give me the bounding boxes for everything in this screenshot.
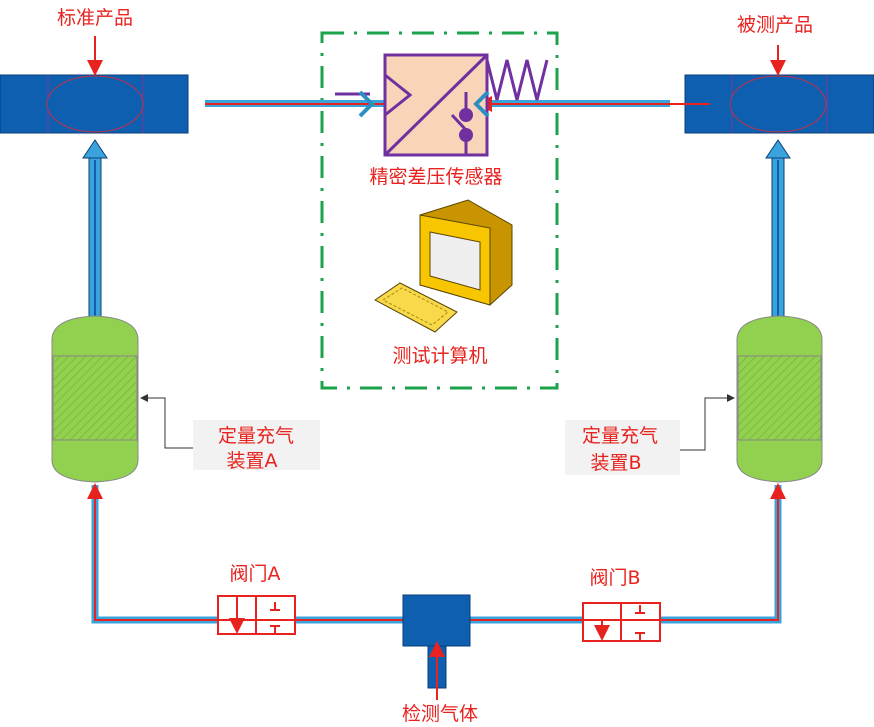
right-sensor-pipe: [476, 96, 710, 112]
tested-product-block: [684, 74, 874, 134]
valve-b[interactable]: [582, 602, 661, 642]
valve-a[interactable]: [217, 595, 296, 635]
test-gas-label: 检测气体: [402, 703, 478, 725]
test-enclosure-border: [320, 31, 559, 390]
charger-a-callout-line: [140, 394, 193, 449]
charger-tank-a: [51, 315, 139, 483]
tested-product-label: 被测产品: [737, 14, 813, 36]
differential-pressure-sensor: [335, 53, 549, 157]
right-upper-pipe: [765, 139, 791, 321]
left-sensor-pipe: [205, 96, 412, 112]
right-lower-pipe: [470, 483, 786, 624]
charger-b-callout-line: [680, 394, 735, 451]
valve-b-label: 阀门B: [589, 567, 640, 589]
charger-a-label-line1: 定量充气: [218, 425, 294, 447]
charger-a-label-line2: 装置A: [227, 450, 278, 472]
computer-icon: [374, 199, 513, 333]
charger-b-label-box: [565, 420, 680, 475]
standard-product-block: [0, 74, 189, 134]
charger-b-label-line2: 装置B: [590, 452, 641, 474]
charger-a-label-box: [193, 420, 320, 470]
charger-b-label-line1: 定量充气: [582, 425, 658, 447]
gas-manifold: [402, 594, 471, 700]
standard-product-label: 标准产品: [57, 7, 133, 29]
computer-label: 测试计算机: [392, 345, 487, 367]
valve-a-label: 阀门A: [230, 563, 281, 585]
sensor-label: 精密差压传感器: [369, 166, 502, 188]
charger-tank-b: [736, 315, 823, 483]
left-upper-pipe: [82, 139, 108, 321]
left-lower-pipe: [87, 483, 403, 624]
